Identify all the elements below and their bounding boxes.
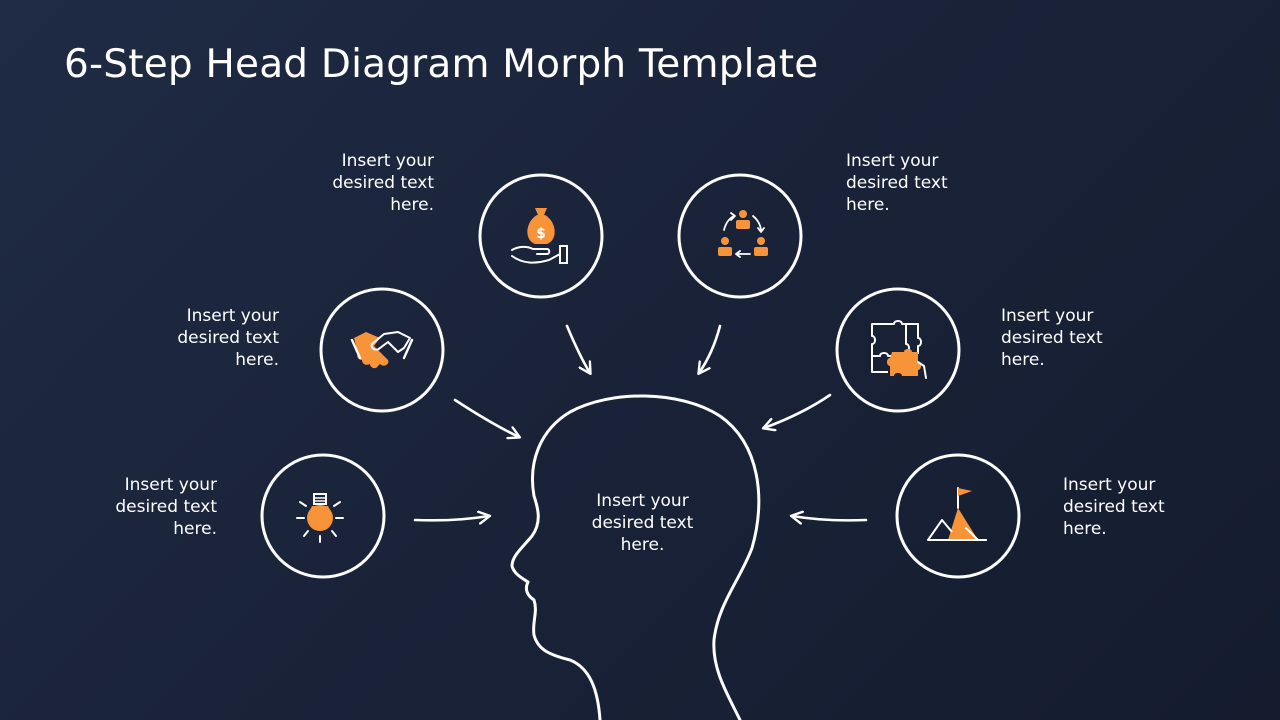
step-label-2: Insert your desired text here. xyxy=(846,151,948,215)
step-label-5: Insert your desired text here. xyxy=(115,475,217,539)
step-circle-5 xyxy=(260,453,386,579)
arrow-2 xyxy=(699,324,722,373)
step-circle-6 xyxy=(895,453,1021,579)
arrow-4 xyxy=(764,393,832,428)
mountain-flag-icon xyxy=(927,487,987,541)
step-circle-4 xyxy=(835,287,961,413)
arrow-3 xyxy=(453,398,519,437)
step-label-3: Insert your desired text here. xyxy=(177,306,279,370)
center-label: Insert your desired text here. xyxy=(591,491,694,555)
step-circle-2 xyxy=(677,173,803,299)
arrow-1 xyxy=(565,324,590,373)
team-cycle-icon xyxy=(718,210,768,258)
step-circle-1 xyxy=(478,173,604,299)
head-outline xyxy=(510,394,761,720)
svg-text:$: $ xyxy=(536,226,546,242)
money-bag-hand-icon: $ xyxy=(511,208,568,264)
arrow-6 xyxy=(792,516,868,520)
step-circle-3 xyxy=(319,287,445,413)
puzzle-icon xyxy=(871,320,927,379)
handshake-icon xyxy=(350,331,414,369)
page-title: 6-Step Head Diagram Morph Template xyxy=(64,42,819,87)
step-label-4: Insert your desired text here. xyxy=(1001,306,1103,370)
arrow-5 xyxy=(413,516,489,520)
step-label-1: Insert your desired text here. xyxy=(332,151,434,215)
lightbulb-icon xyxy=(296,493,344,543)
step-label-6: Insert your desired text here. xyxy=(1063,475,1165,539)
